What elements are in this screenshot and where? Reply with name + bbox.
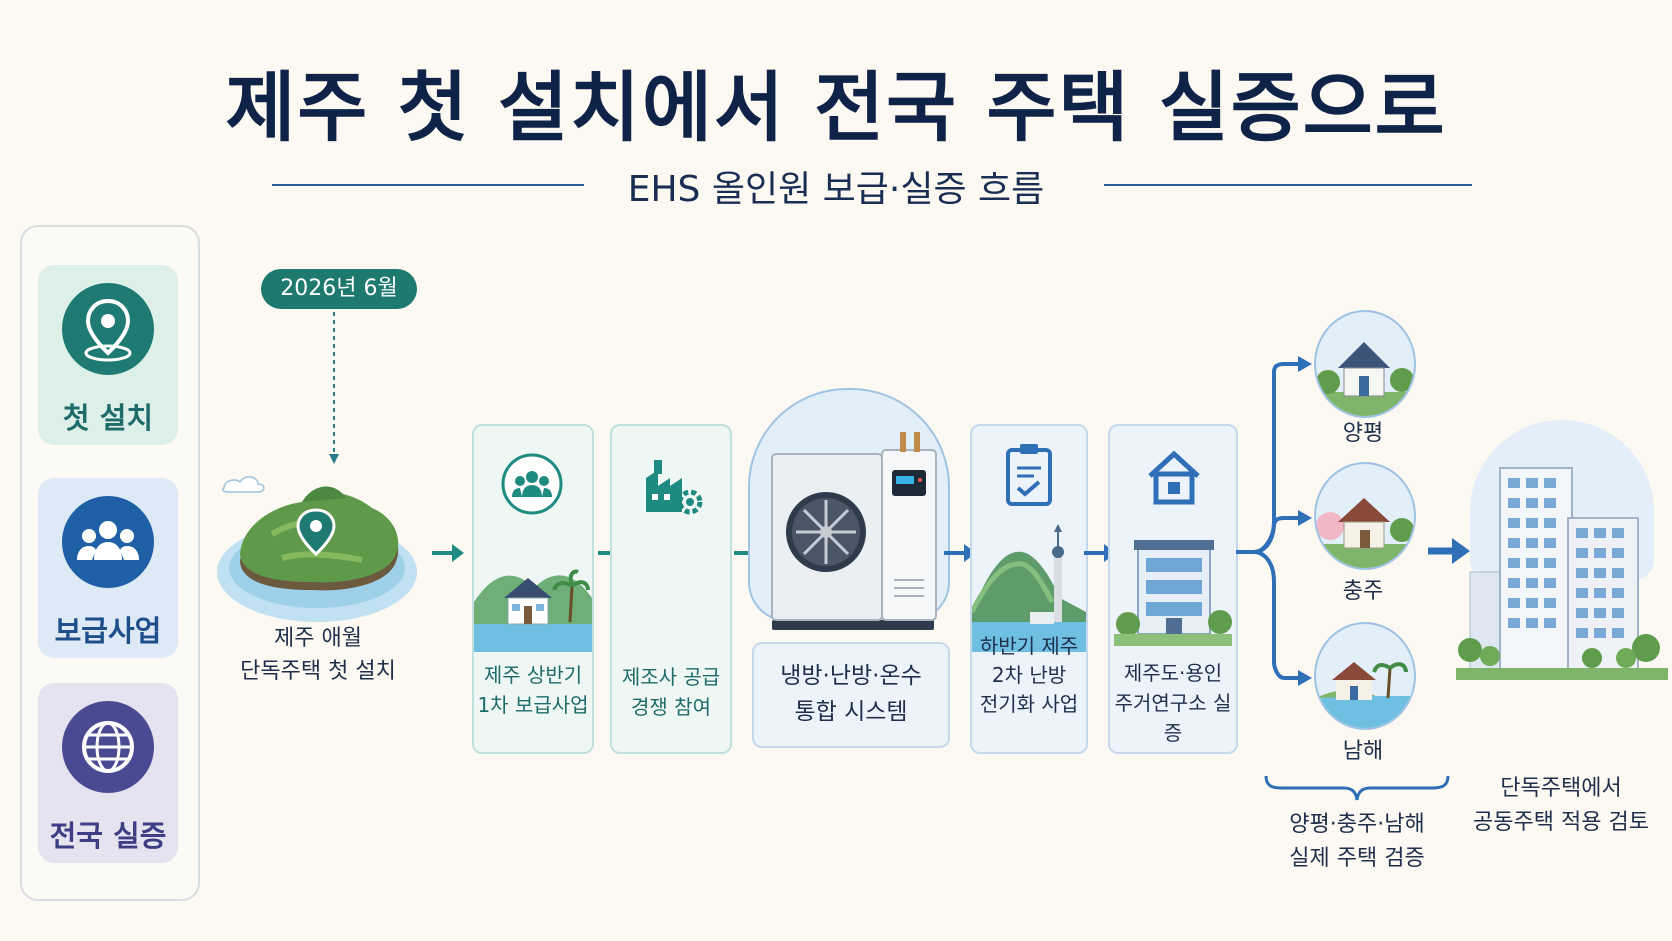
final-caption-line2: 공동주택 적용 검토 xyxy=(1473,810,1649,835)
stage-5-box: 하반기 제주 2차 난방 전기화 사업 xyxy=(970,424,1088,754)
stage-2-box: 제주 상반기 1차 보급사업 xyxy=(472,424,594,754)
heat-pump-illustration xyxy=(771,432,937,630)
region-yangpyeong-label: 양평 xyxy=(1342,421,1384,446)
regions-caption-line1: 양평·충주·남해 xyxy=(1289,812,1425,837)
region-namhae-house-illustration xyxy=(1316,662,1414,728)
stage-1-caption-line1: 제주 애월 xyxy=(274,626,362,651)
stage-6-box: 제주도·용인 주거연구소 실증 xyxy=(1108,424,1238,754)
stage-3-caption: 제조사 공급 경쟁 참여 xyxy=(612,662,730,722)
page-subtitle: EHS 올인원 보급·실증 흐름 xyxy=(627,169,1045,210)
stage-6-caption-line2: 주거연구소 실증 xyxy=(1114,691,1232,745)
regions-bracket xyxy=(1264,775,1450,801)
regions-caption-line2: 실제 주택 검증 xyxy=(1289,846,1425,871)
legend-label-first-install: 첫 설치 xyxy=(62,401,154,435)
people-circle-icon xyxy=(501,453,563,515)
date-connector-line xyxy=(329,312,339,464)
stage-2-caption-line1: 제주 상반기 xyxy=(483,663,583,687)
legend-label-supply-program: 보급사업 xyxy=(54,614,162,648)
coastal-house-illustration xyxy=(474,569,592,652)
globe-icon xyxy=(62,701,154,793)
stage-1-caption-line2: 단독주택 첫 설치 xyxy=(240,659,396,684)
jeju-lighthouse-illustration xyxy=(972,524,1086,652)
stage-2-caption: 제주 상반기 1차 보급사업 xyxy=(474,660,592,720)
location-pin-icon xyxy=(62,283,154,375)
flow-arrow-1 xyxy=(432,544,464,562)
final-caption: 단독주택에서 공동주택 적용 검토 xyxy=(1466,772,1656,840)
house-icon xyxy=(1148,450,1200,505)
legend-sidebar: 첫 설치 보급사업 전국 실증 xyxy=(20,225,200,901)
region-chungju-label: 충주 xyxy=(1342,579,1384,604)
stage-5-caption-line3: 전기화 사업 xyxy=(979,692,1079,716)
stage-4-caption-line2: 통합 시스템 xyxy=(794,699,908,725)
flow-arrow-final xyxy=(1428,538,1470,564)
stage-1-caption: 제주 애월 단독주택 첫 설치 xyxy=(218,622,418,688)
stage-4-caption-line1: 냉방·난방·온수 xyxy=(780,663,922,689)
legend-label-nationwide-demo: 전국 실증 xyxy=(49,819,167,853)
legend-card-nationwide-demo: 전국 실증 xyxy=(38,683,178,863)
date-badge: 2026년 6월 xyxy=(261,269,417,309)
region-namhae-bubble xyxy=(1314,622,1416,730)
region-chungju-house-illustration xyxy=(1316,498,1414,568)
region-branch-arrows xyxy=(1236,356,1312,686)
research-building-illustration xyxy=(1114,540,1232,646)
legend-card-first-install: 첫 설치 xyxy=(38,265,178,445)
apartment-complex-illustration xyxy=(1456,467,1668,680)
clipboard-check-icon xyxy=(1006,444,1052,506)
stage-6-caption-line1: 제주도·용인 xyxy=(1123,661,1223,685)
factory-gear-icon xyxy=(646,460,703,515)
stage-6-caption: 제주도·용인 주거연구소 실증 xyxy=(1110,658,1236,748)
subtitle-divider-left xyxy=(272,184,584,186)
page-title: 제주 첫 설치에서 전국 주택 실증으로 xyxy=(225,63,1447,152)
final-caption-line1: 단독주택에서 xyxy=(1500,776,1622,801)
stage-2-caption-line2: 1차 보급사업 xyxy=(477,693,589,717)
regions-caption: 양평·충주·남해 실제 주택 검증 xyxy=(1246,808,1468,876)
subtitle-divider-right xyxy=(1104,184,1472,186)
region-yangpyeong-house-illustration xyxy=(1316,342,1414,416)
jeju-island-illustration xyxy=(217,476,417,622)
region-namhae-label: 남해 xyxy=(1342,739,1384,764)
stage-4-box: 냉방·난방·온수 통합 시스템 xyxy=(752,642,950,748)
legend-card-supply-program: 보급사업 xyxy=(38,478,178,658)
stage-4-caption: 냉방·난방·온수 통합 시스템 xyxy=(754,658,948,730)
stage-5-caption: 하반기 제주 2차 난방 전기화 사업 xyxy=(972,632,1086,719)
stage-3-caption-line2: 경쟁 참여 xyxy=(631,695,711,719)
region-yangpyeong-bubble xyxy=(1314,310,1416,418)
stage-3-caption-line1: 제조사 공급 xyxy=(621,665,721,689)
stage-3-box: 제조사 공급 경쟁 참여 xyxy=(610,424,732,754)
people-group-icon xyxy=(62,496,154,588)
region-chungju-bubble xyxy=(1314,462,1416,570)
stage-5-caption-line1: 하반기 제주 xyxy=(979,634,1079,658)
stage-5-caption-line2: 2차 난방 xyxy=(991,663,1067,687)
